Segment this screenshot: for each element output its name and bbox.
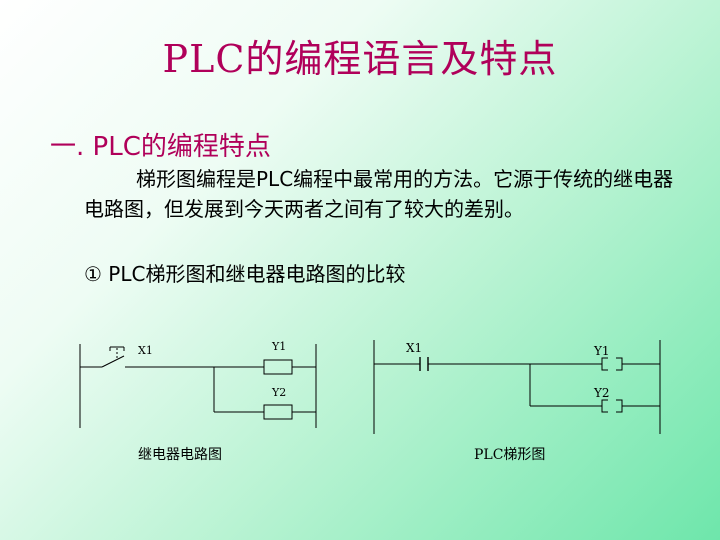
ladder-coil-y1-label: Y1: [593, 344, 610, 358]
ladder-coil-y1-left: [601, 357, 608, 371]
relay-coil-y2: [263, 404, 293, 420]
relay-circuit-diagram: X1 Y1 Y2: [79, 340, 317, 428]
relay-contact-label: X1: [138, 344, 153, 357]
slide-title: PLC的编程语言及特点: [162, 37, 558, 81]
ladder-diagram-caption: PLC梯形图: [474, 447, 546, 463]
plc-ladder-diagram: X1 Y1 Y2: [373, 340, 661, 434]
ladder-contact-label: X1: [406, 341, 422, 355]
comparison-item: ① PLC梯形图和继电器电路图的比较: [84, 262, 406, 286]
relay-coil-y2-label: Y2: [271, 386, 286, 399]
relay-coil-y1-label: Y1: [271, 340, 286, 353]
relay-diagram-caption: 继电器电路图: [138, 447, 222, 463]
section-heading: 一. PLC的编程特点: [50, 132, 271, 162]
ladder-coil-y2-label: Y2: [593, 386, 610, 400]
ladder-coil-y2-left: [601, 399, 608, 413]
ladder-coil-y1-right: [616, 357, 623, 371]
ladder-coil-y2-right: [616, 399, 623, 413]
body-paragraph: 梯形图编程是PLC编程中最常用的方法。它源于传统的继电器电路图，但发展到今天两者…: [84, 167, 674, 221]
relay-contact-blade: [101, 355, 125, 368]
relay-coil-y1: [263, 359, 293, 375]
